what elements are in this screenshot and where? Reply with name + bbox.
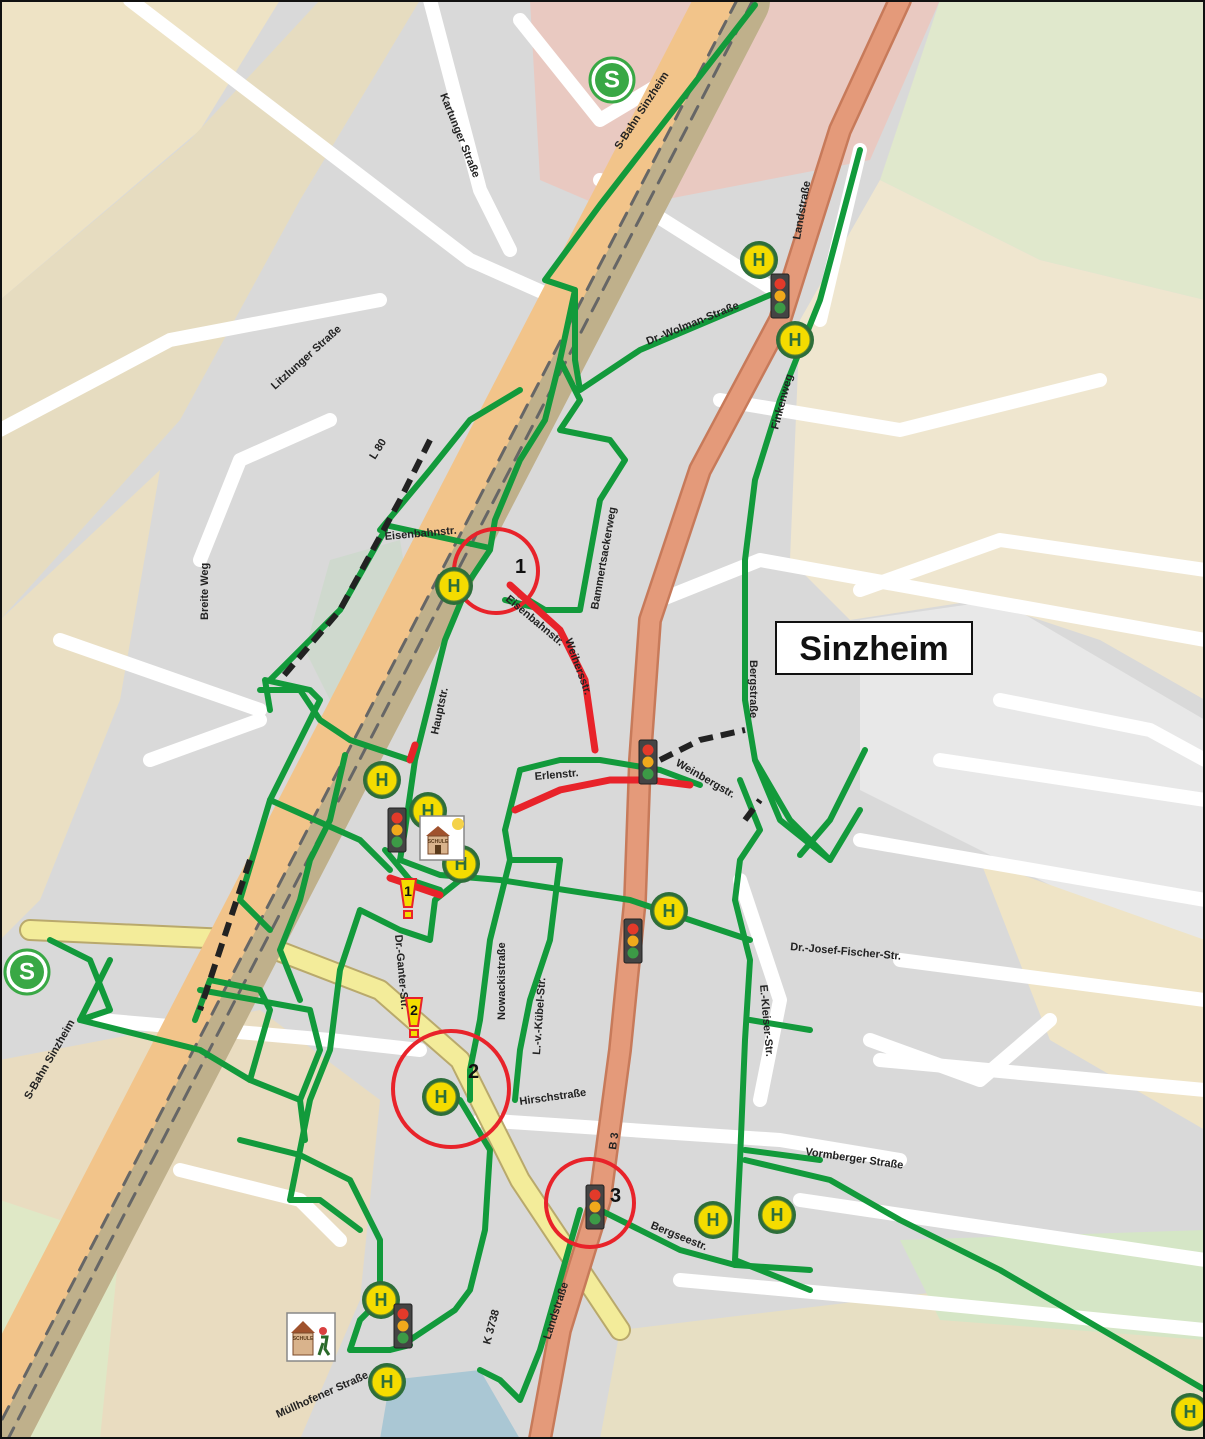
bus-stop-icon[interactable]: H (1170, 1392, 1205, 1432)
hazard-circle-3[interactable]: 3 (544, 1157, 636, 1249)
traffic-light-icon[interactable] (623, 918, 643, 964)
svg-text:S: S (604, 67, 620, 94)
school-icon[interactable]: SCHULE (419, 815, 465, 861)
street-label: L.-v.-Kübel-Str. (531, 977, 548, 1055)
warning-number: 1 (404, 883, 412, 899)
bus-stop-icon[interactable]: H (739, 240, 779, 280)
school-sign: SCHULE (293, 1336, 314, 1342)
school-sign: SCHULE (428, 839, 449, 845)
svg-text:H: H (376, 770, 389, 790)
svg-text:H: H (1184, 1402, 1197, 1422)
bus-stop-icon[interactable]: H (693, 1200, 733, 1240)
hazard-marker-number: 1 (515, 556, 526, 578)
traffic-light-icon[interactable] (585, 1184, 605, 1230)
street-label: B 3 (607, 1132, 621, 1151)
svg-text:S: S (19, 959, 35, 986)
svg-text:H: H (707, 1210, 720, 1230)
bus-stop-icon[interactable]: H (434, 566, 474, 606)
street-label: Erlenstr. (534, 767, 579, 783)
svg-text:H: H (753, 250, 766, 270)
hazard-marker-number: 3 (610, 1185, 621, 1207)
street-labels: S-Bahn Sinzheim S-Bahn Sinzheim Kartunge… (22, 70, 904, 1421)
warning-icon[interactable]: 1 (398, 878, 418, 919)
bus-stop-icon[interactable]: H (421, 1077, 461, 1117)
bus-stop-icon[interactable]: H (361, 1280, 401, 1320)
traffic-light-icon[interactable] (770, 273, 790, 319)
bus-stop-icon[interactable]: H (367, 1362, 407, 1402)
svg-text:H: H (375, 1290, 388, 1310)
svg-text:H: H (789, 330, 802, 350)
traffic-light-icon[interactable] (393, 1303, 413, 1349)
hazard-circle-2[interactable]: 2 (391, 1029, 511, 1149)
dashed-segments (197, 438, 763, 1011)
hazard-marker-number: 2 (468, 1061, 479, 1083)
svg-text:H: H (435, 1087, 448, 1107)
traffic-light-icon[interactable] (387, 807, 407, 853)
bus-stops[interactable]: H H H H H H H H H H H H H (361, 240, 1205, 1432)
street-label: Nowackistraße (496, 942, 508, 1020)
s-bahn-icon[interactable]: S (588, 56, 636, 104)
town-name: Sinzheim (799, 630, 948, 668)
bus-stop-icon[interactable]: H (775, 320, 815, 360)
svg-text:H: H (381, 1372, 394, 1392)
traffic-light-icon[interactable] (638, 739, 658, 785)
warning-number: 2 (410, 1002, 418, 1018)
warning-icon[interactable]: 2 (404, 997, 424, 1038)
svg-text:H: H (448, 576, 461, 596)
bus-stop-icon[interactable]: H (362, 760, 402, 800)
svg-text:H: H (663, 901, 676, 921)
town-label: Sinzheim (775, 621, 973, 675)
bus-stop-icon[interactable]: H (757, 1195, 797, 1235)
s-bahn-icon[interactable]: S (3, 948, 51, 996)
street-label: Bergstraße (747, 660, 759, 718)
school-icon[interactable]: SCHULE (286, 1312, 336, 1362)
street-label: Breite Weg (199, 563, 211, 620)
svg-text:H: H (771, 1205, 784, 1225)
bus-stop-icon[interactable]: H (649, 891, 689, 931)
